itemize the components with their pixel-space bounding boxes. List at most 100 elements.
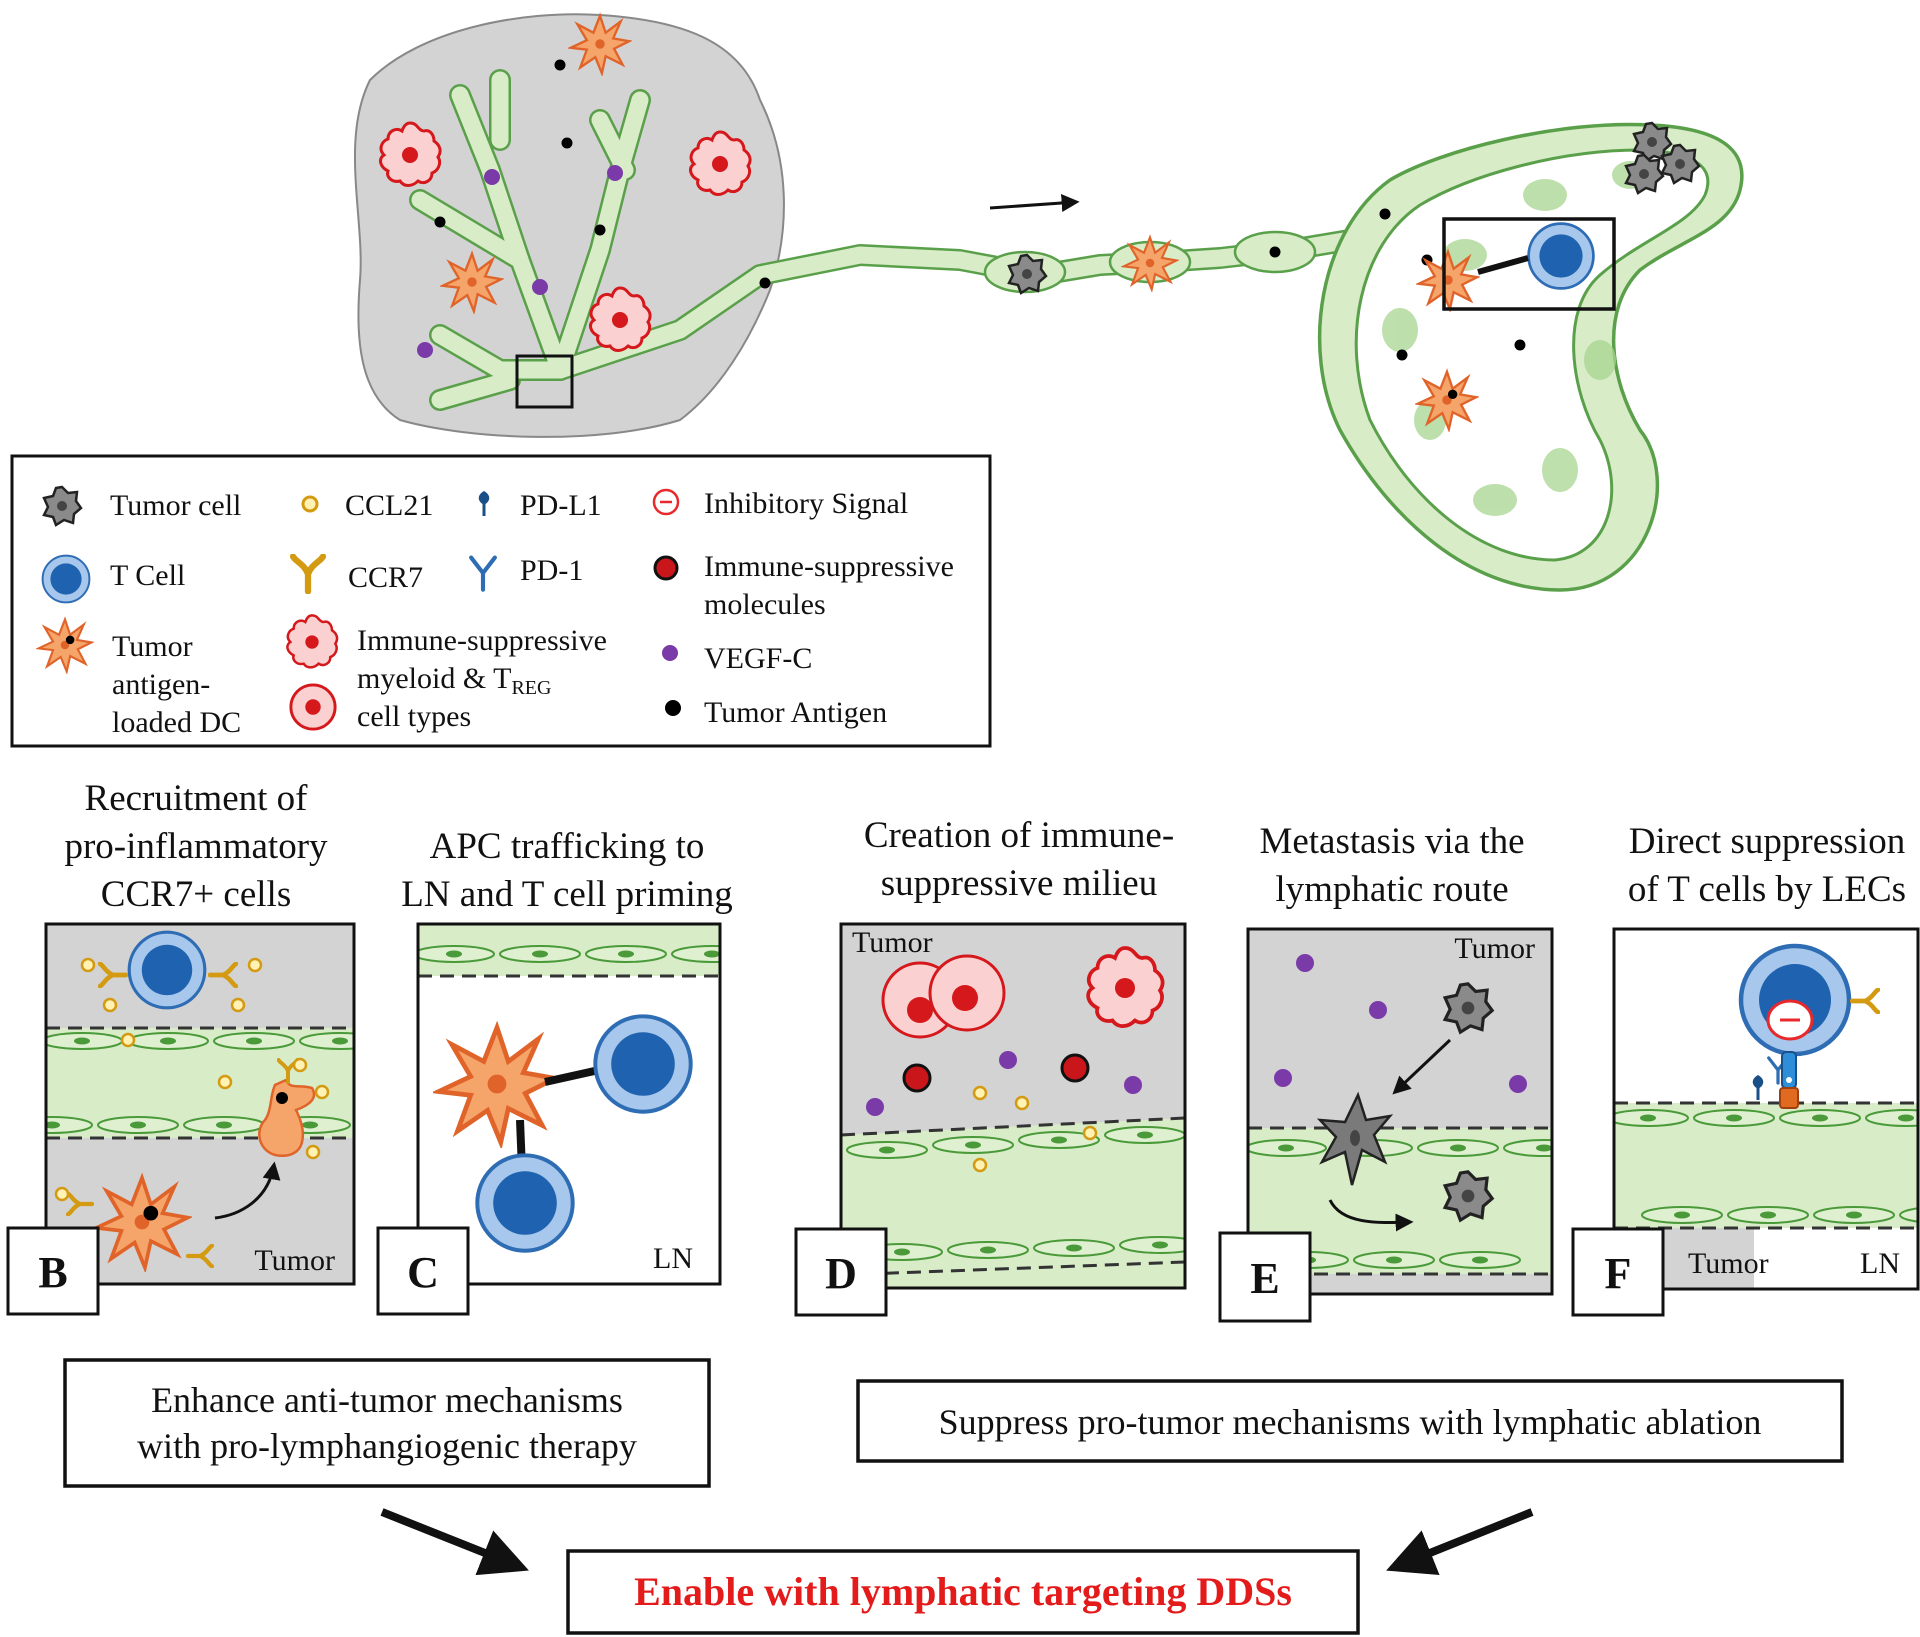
panel-d: Tumor D	[794, 922, 1187, 1317]
left-arrow	[380, 1508, 529, 1576]
enhance-text-1: Enhance anti-tumor mechanisms	[151, 1380, 623, 1420]
t-cell	[593, 1014, 693, 1114]
zoom-box-ln	[1442, 217, 1616, 311]
legend-ccr7: CCR7	[348, 561, 423, 594]
lymph-node-follicles	[1382, 161, 1648, 516]
legend-pdl1: PD-L1	[520, 489, 602, 522]
myeloid-cell	[379, 121, 442, 187]
panel-e-title-1: Metastasis via the	[1259, 821, 1524, 862]
legend-myeloid-1: Immune-suppressive	[357, 624, 607, 657]
t-cell	[1527, 222, 1595, 290]
panel-d-title-1: Creation of immune-	[864, 815, 1174, 856]
panel-f: Tumor LN F	[1571, 927, 1920, 1317]
enhance-box	[63, 1358, 711, 1488]
panel-c-title-2: LN and T cell priming	[401, 874, 733, 915]
legend-vegfc: VEGF-C	[704, 642, 812, 675]
myeloid-cell	[1086, 946, 1165, 1028]
legend-myeloid-3: cell types	[357, 700, 471, 733]
myeloid-cell	[689, 130, 752, 196]
enhance-text-2: with pro-lymphangiogenic therapy	[137, 1426, 637, 1466]
panel-b-title-3: CCR7+ cells	[101, 874, 291, 915]
panel-e-title-2: lymphatic route	[1275, 869, 1508, 910]
panel-b: Tumor B	[6, 922, 356, 1316]
inhibitory-signal	[1766, 999, 1814, 1041]
legend-inhibitory: Inhibitory Signal	[704, 487, 908, 520]
legend-antigen: Tumor Antigen	[704, 696, 887, 729]
myeloid-cell	[589, 286, 652, 352]
legend-pd1: PD-1	[520, 554, 583, 587]
panel-b-title-2: pro-inflammatory	[64, 826, 328, 867]
panel-f-title-1: Direct suppression	[1629, 821, 1905, 862]
legend-dc-3: loaded DC	[112, 706, 241, 739]
panel-c-tag: LN	[653, 1242, 693, 1275]
vegf-c-dots	[866, 1051, 1142, 1116]
panel-f-title-2: of T cells by LECs	[1628, 869, 1906, 910]
vegf-c-icon	[662, 645, 678, 661]
suppress-text: Suppress pro-tumor mechanisms with lymph…	[939, 1402, 1762, 1442]
panel-f-tag-left: Tumor	[1688, 1247, 1769, 1280]
transport-arrow	[1328, 1199, 1414, 1232]
panel-c-title-1: APC trafficking to	[430, 826, 705, 867]
receptor-complex	[1779, 1051, 1799, 1109]
ccl21-dots	[972, 1085, 1098, 1173]
legend-frame	[10, 454, 992, 748]
panel-b-label-box	[6, 1226, 100, 1316]
panel-e-label-box	[1218, 1231, 1312, 1323]
antigen-icon	[665, 700, 681, 716]
zoom-box-tumor	[515, 354, 574, 409]
panel-b-letter: B	[38, 1248, 67, 1297]
panel-b-tag: Tumor	[254, 1244, 335, 1277]
panel-f-letter: F	[1605, 1249, 1632, 1298]
suppressive-molecules	[902, 1053, 1090, 1093]
vegf-c-dots	[1274, 954, 1527, 1093]
panel-d-tag: Tumor	[852, 926, 933, 959]
t-cell	[475, 1153, 575, 1253]
panel-e-letter: E	[1250, 1254, 1279, 1303]
molecule-icon	[653, 555, 679, 581]
panel-f-label-box	[1571, 1227, 1665, 1317]
vegf-c-dots	[417, 165, 623, 358]
synapse	[1477, 255, 1529, 275]
legend-myeloid-2: myeloid & TREG	[357, 662, 551, 699]
invasion-arrow	[1392, 1038, 1452, 1095]
panel-f-tag-right: LN	[1860, 1247, 1900, 1280]
legend-tumor-cell: Tumor cell	[110, 489, 241, 522]
legend-ccl21: CCL21	[345, 489, 433, 522]
t-cell	[127, 930, 207, 1010]
treg-pair	[881, 954, 1006, 1039]
final-text: Enable with lymphatic targeting DDSs	[634, 1569, 1292, 1614]
suppress-box	[856, 1379, 1844, 1463]
treg-icon	[289, 683, 337, 731]
legend-t-cell: T Cell	[110, 559, 185, 592]
panel-titles: Recruitment of pro-inflammatory CCR7+ ce…	[64, 778, 1906, 915]
final-box	[566, 1549, 1360, 1635]
right-arrow	[1386, 1508, 1534, 1575]
panel-c-letter: C	[407, 1248, 439, 1297]
legend-molecules-1: Immune-suppressive	[704, 550, 954, 583]
panel-e-tag: Tumor	[1454, 932, 1535, 965]
legend-dc-2: antigen-	[112, 668, 210, 701]
antigen-dots	[434, 59, 1526, 361]
strategy-boxes: Enhance anti-tumor mechanisms with pro-l…	[63, 1358, 1844, 1635]
legend-molecules-2: molecules	[704, 588, 826, 621]
panel-d-label-box	[794, 1227, 888, 1317]
legend-myeloid-sub: REG	[511, 677, 551, 699]
myeloid-icon	[286, 614, 339, 669]
panel-b-title-1: Recruitment of	[85, 778, 309, 819]
legend-dc-1: Tumor	[112, 630, 193, 663]
flow-arrow	[989, 194, 1080, 212]
overview-diagram	[353, 13, 1744, 592]
migrating-dc	[258, 1078, 316, 1157]
dc-cell	[1122, 236, 1178, 291]
panel-d-letter: D	[825, 1249, 857, 1298]
panel-e: Tumor E	[1218, 927, 1554, 1323]
migration-arrow	[214, 1161, 281, 1220]
legend: Tumor cell T Cell Tumor antigen- loaded …	[10, 454, 992, 748]
inhibitory-signal-icon	[652, 488, 680, 516]
panel-d-title-2: suppressive milieu	[881, 863, 1157, 904]
t-cell-icon	[41, 554, 91, 604]
ccl21-dots	[54, 957, 330, 1202]
panel-c: LN C	[376, 922, 722, 1316]
legend-myeloid-2-text: myeloid & T	[357, 662, 511, 695]
